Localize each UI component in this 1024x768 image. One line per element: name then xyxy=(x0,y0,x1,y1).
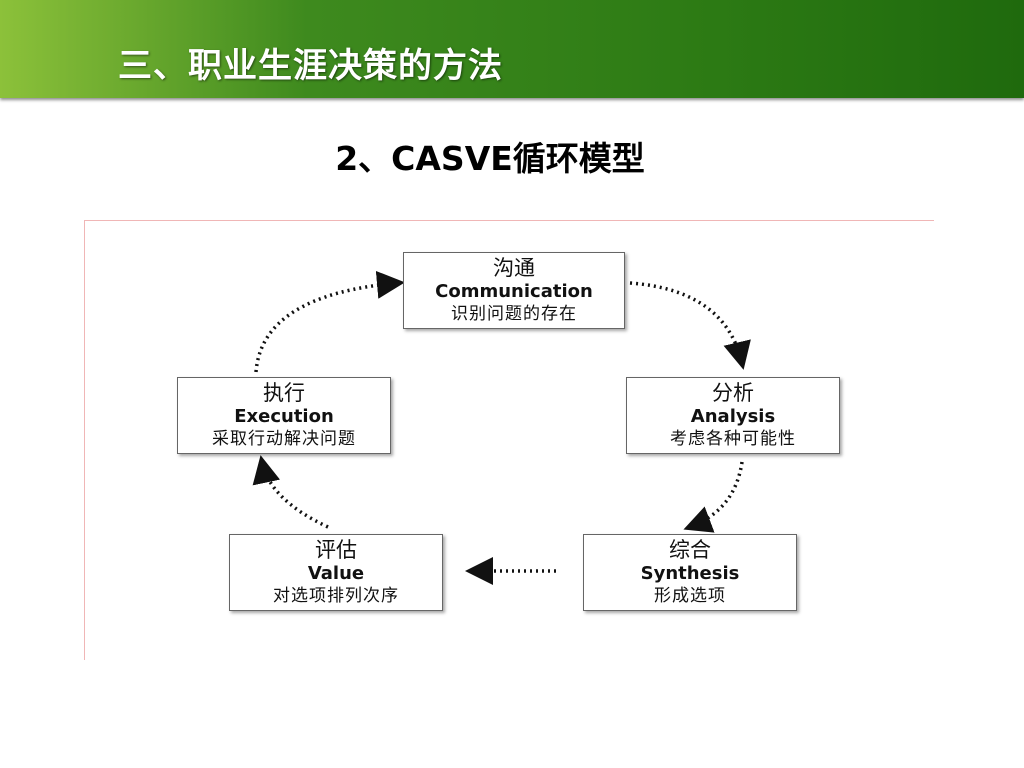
node-value-zh: 评估 xyxy=(315,538,357,562)
node-synthesis-en: Synthesis xyxy=(640,563,740,584)
node-analysis-en: Analysis xyxy=(690,406,776,427)
arrow-analysis-to-synthesis xyxy=(683,461,744,533)
node-communication-zh: 沟通 xyxy=(493,256,535,280)
header-bar: 三、职业生涯决策的方法 xyxy=(0,0,1024,98)
node-value: 评估 Value 对选项排列次序 xyxy=(229,534,443,611)
arrow-communication-to-analysis xyxy=(629,281,751,370)
arrow-value-to-execution xyxy=(252,455,329,529)
node-analysis-zh: 分析 xyxy=(712,381,754,405)
diagram-frame-left-border xyxy=(84,220,85,660)
arrow-execution-to-communication xyxy=(254,270,405,373)
node-execution-desc: 采取行动解决问题 xyxy=(212,429,356,449)
node-value-en: Value xyxy=(307,563,365,584)
node-execution: 执行 Execution 采取行动解决问题 xyxy=(177,377,391,454)
node-communication-en: Communication xyxy=(435,281,593,302)
node-communication: 沟通 Communication 识别问题的存在 xyxy=(403,252,625,329)
node-execution-en: Execution xyxy=(234,406,334,427)
node-synthesis-desc: 形成选项 xyxy=(654,586,726,606)
node-execution-zh: 执行 xyxy=(263,381,305,405)
slide-title: 三、职业生涯决策的方法 xyxy=(118,46,503,86)
node-analysis-desc: 考虑各种可能性 xyxy=(670,429,796,449)
node-synthesis-zh: 综合 xyxy=(669,538,711,562)
node-value-desc: 对选项排列次序 xyxy=(273,586,399,606)
diagram-frame-top-border xyxy=(84,220,934,221)
node-communication-desc: 识别问题的存在 xyxy=(451,304,577,324)
slide-subtitle: 2、CASVE循环模型 xyxy=(335,139,645,178)
node-synthesis: 综合 Synthesis 形成选项 xyxy=(583,534,797,611)
node-analysis: 分析 Analysis 考虑各种可能性 xyxy=(626,377,840,454)
